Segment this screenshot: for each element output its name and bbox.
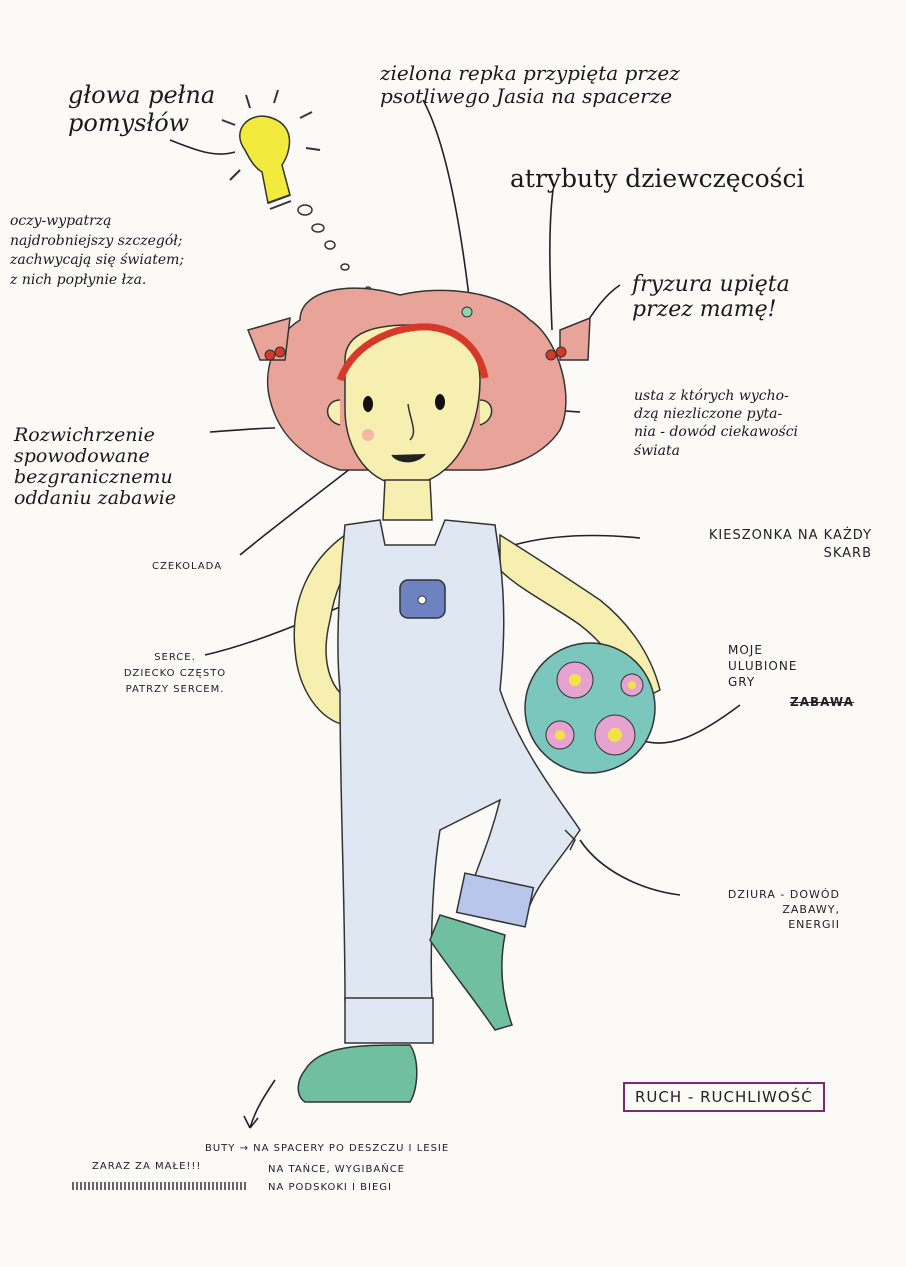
annotation-repka: zielona repka przypięta przez psotliwego… [380, 62, 680, 108]
ball-icon [525, 643, 655, 773]
annotation-shoes-dance: NA TAŃCE, WYGIBAŃCE [268, 1163, 405, 1177]
movement-label: RUCH - RUCHLIWOŚĆ [623, 1082, 825, 1112]
annotation-messy-hair: Rozwichrzenie spowodowane bezgranicznemu… [14, 425, 176, 509]
annotation-heart: SERCE. DZIECKO CZĘSTO PATRZY SERCEM. [90, 650, 260, 698]
annotation-chocolate: CZEKOLADA [152, 560, 222, 574]
annotation-shoes-jumps: NA PODSKOKI I BIEGI [268, 1181, 392, 1195]
repka-icon [462, 307, 472, 317]
annotation-idea-head: głowa pełna pomysłów [68, 82, 215, 137]
annotation-hole: DZIURA - DOWÓD ZABAWY, ENERGII [690, 888, 840, 933]
annotation-attributes: atrybuty dziewczęcości [510, 165, 804, 194]
annotation-mouth: usta z których wycho- dzą niezliczone py… [634, 387, 798, 460]
games-label: MOJE ULUBIONE GRY [728, 642, 797, 691]
lightbulb-icon [222, 90, 320, 209]
annotation-shoes: BUTY → NA SPACERY PO DESZCZU I LESIE [205, 1142, 449, 1156]
annotation-pocket: KIESZONKA NA KAŻDY SKARB [648, 527, 872, 562]
scribble-mark [72, 1182, 247, 1190]
annotation-hairdo: fryzura upięta przez mamę! [632, 272, 790, 323]
annotation-shoes-small: ZARAZ ZA MAŁE!!! [92, 1160, 201, 1174]
annotation-eyes: oczy-wypatrzą najdrobniejszy szczegół; z… [10, 212, 184, 290]
thought-bubbles [298, 205, 371, 293]
games-struck-label: ZABAWA [790, 694, 854, 710]
annotation-games: MOJE ULUBIONE GRY ZABAWA [728, 642, 797, 691]
